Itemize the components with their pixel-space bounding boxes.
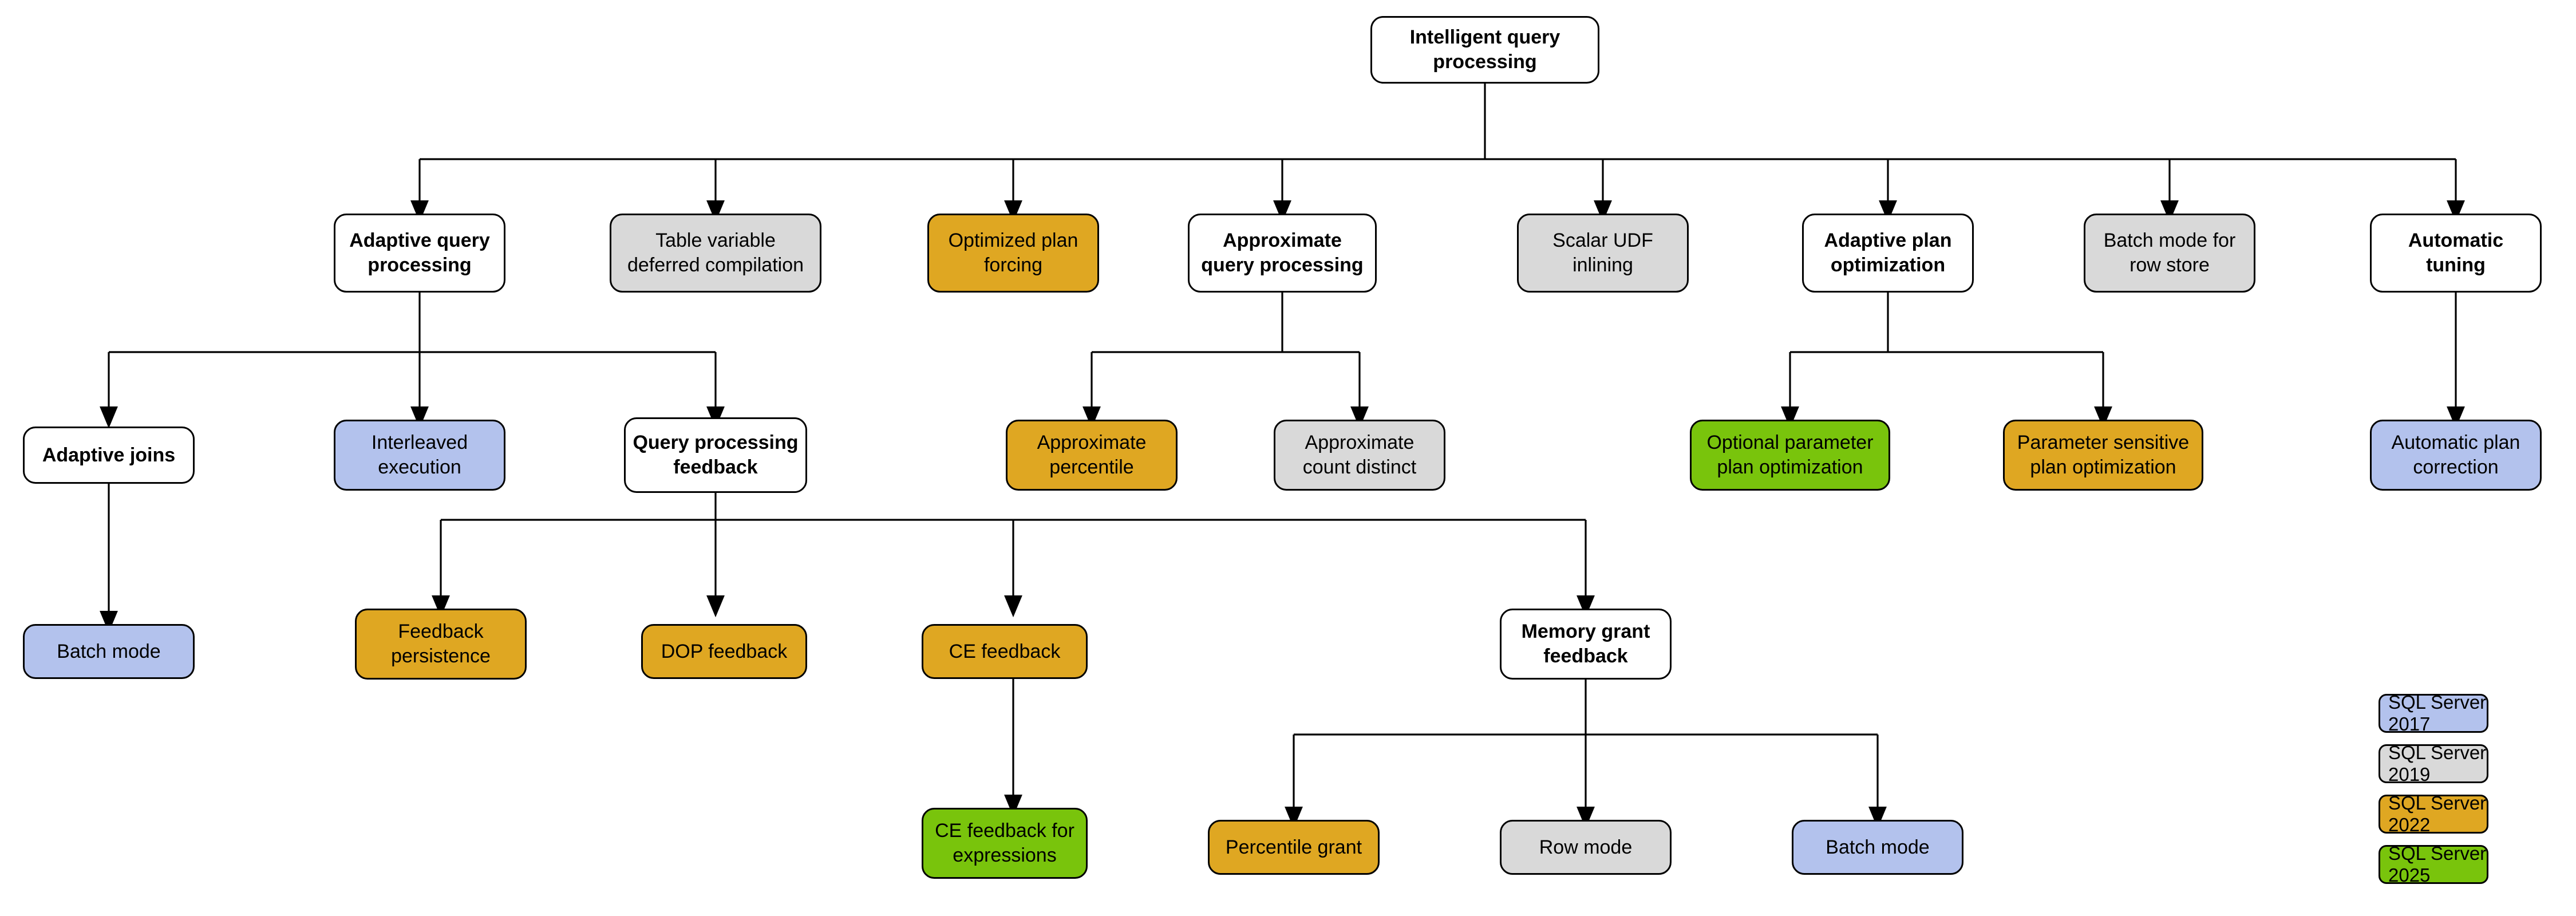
node-apo[interactable]: Adaptive plan optimization (1802, 214, 1974, 293)
node-aqp[interactable]: Adaptive query processing (334, 214, 505, 293)
node-apc[interactable]: Automatic plan correction (2370, 420, 2542, 491)
node-ajoin[interactable]: Adaptive joins (23, 427, 195, 484)
node-apct[interactable]: Approximate percentile (1006, 420, 1178, 491)
node-mgf[interactable]: Memory grant feedback (1500, 609, 1672, 680)
node-approx[interactable]: Approximate query processing (1188, 214, 1377, 293)
node-root[interactable]: Intelligent query processing (1370, 16, 1599, 84)
node-autot[interactable]: Automatic tuning (2370, 214, 2542, 293)
node-bm1[interactable]: Batch mode (23, 624, 195, 679)
node-dopfb[interactable]: DOP feedback (641, 624, 807, 679)
node-cefb[interactable]: CE feedback (922, 624, 1088, 679)
node-bm2[interactable]: Batch mode (1792, 820, 1963, 875)
node-cefbx[interactable]: CE feedback for expressions (922, 808, 1088, 879)
legend-item-3: SQL Server 2025 (2379, 843, 2488, 886)
node-tvdc[interactable]: Table variable deferred compilation (610, 214, 821, 293)
legend-item-2: SQL Server 2022 (2379, 792, 2488, 835)
node-pgrant[interactable]: Percentile grant (1208, 820, 1380, 875)
node-qpf[interactable]: Query processing feedback (624, 417, 807, 493)
node-ilex[interactable]: Interleaved execution (334, 420, 505, 491)
node-opf[interactable]: Optimized plan forcing (927, 214, 1099, 293)
legend-item-1: SQL Server 2019 (2379, 742, 2488, 785)
edges (100, 84, 2465, 829)
node-udf[interactable]: Scalar UDF inlining (1517, 214, 1689, 293)
node-oppo[interactable]: Optional parameter plan optimization (1690, 420, 1890, 491)
node-acd[interactable]: Approximate count distinct (1274, 420, 1445, 491)
node-fbp[interactable]: Feedback persistence (355, 609, 527, 680)
node-rowm[interactable]: Row mode (1500, 820, 1672, 875)
node-bmrs[interactable]: Batch mode for row store (2084, 214, 2255, 293)
legend-item-0: SQL Server 2017 (2379, 692, 2488, 735)
node-pspo[interactable]: Parameter sensitive plan optimization (2003, 420, 2203, 491)
